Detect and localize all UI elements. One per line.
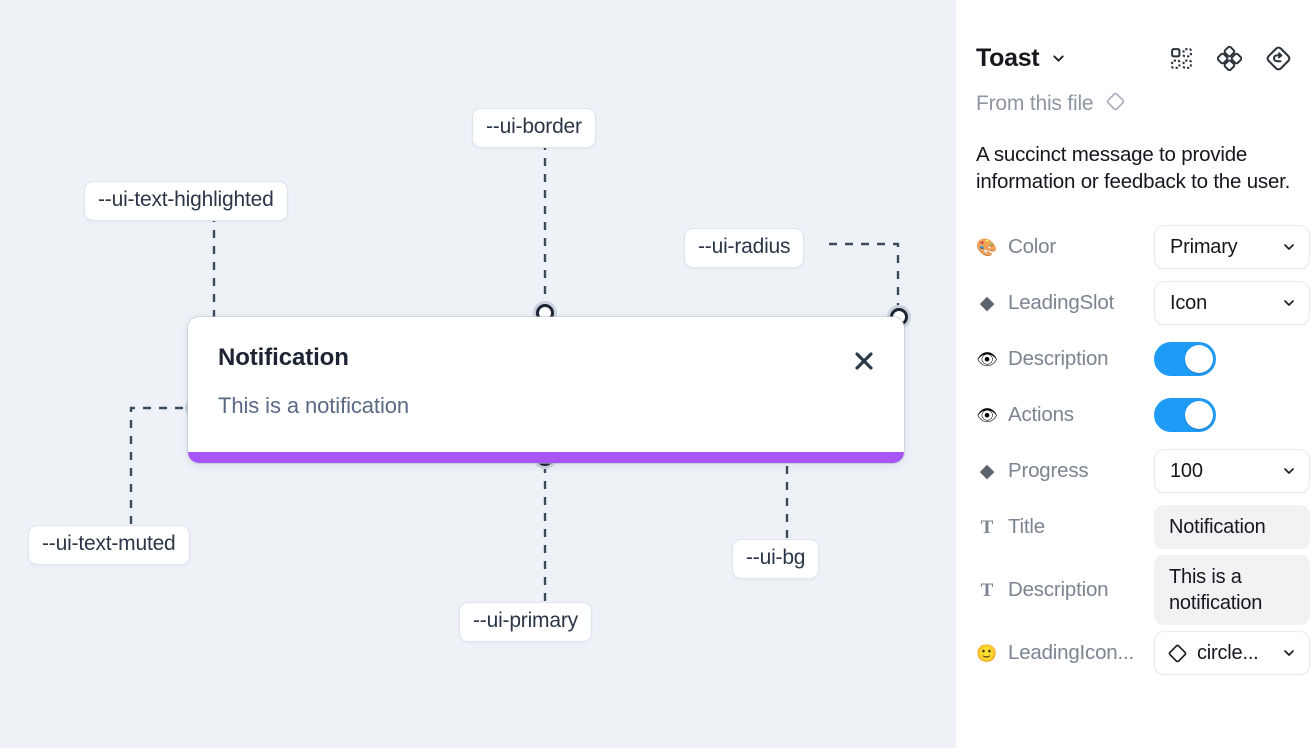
component-variants-icon[interactable] [1169,46,1194,71]
property-label-leadingslot: ◆ LeadingSlot [976,291,1154,315]
panel-header-icons [1169,45,1292,72]
text-t-icon: T [980,579,994,601]
property-label-description: 👁 Description [976,347,1109,371]
property-row-description-text: T Description This is a notification [976,555,1310,626]
chevron-down-icon [1281,463,1297,479]
property-row-title: T Title Notification [976,499,1310,555]
chevron-down-icon[interactable] [1050,50,1067,67]
toggle-knob [1185,401,1213,430]
chevron-down-icon [1281,295,1297,311]
leadingicon-select[interactable]: circle... [1154,631,1310,676]
diamond-filled-icon: ◆ [979,292,995,314]
property-row-leadingslot: ◆ LeadingSlot Icon [976,275,1310,331]
properties-panel: Toast [956,0,1312,748]
property-row-leadingicon: 🙂 LeadingIcon... circle... [976,625,1310,681]
property-row-color: 🎨 Color Primary [976,219,1310,275]
chevron-down-icon [1281,645,1297,661]
color-select-value: Primary [1170,235,1238,258]
from-this-file-label: From this file [976,92,1094,115]
property-label-title: T Title [976,515,1154,539]
annotation-pill-text-highlighted[interactable]: --ui-text-highlighted [84,181,288,221]
component-description: A succinct message to provide informatio… [976,143,1291,194]
property-row-description-toggle: 👁 Description [976,331,1292,387]
chevron-down-icon [1281,239,1297,255]
four-diamonds-icon[interactable] [1217,45,1242,71]
progress-select-value: 100 [1170,459,1203,482]
description-toggle[interactable] [1154,342,1216,377]
property-row-actions-toggle: 👁 Actions [976,387,1292,443]
smiley-emoji-icon: 🙂 [976,643,998,663]
property-label-description-text: T Description [976,578,1154,602]
annotation-pill-radius[interactable]: --ui-radius [684,228,805,268]
toast-title: Notification [218,344,349,371]
progress-select[interactable]: 100 [1154,449,1310,494]
actions-toggle[interactable] [1154,398,1216,433]
leadingslot-select[interactable]: Icon [1154,281,1310,326]
text-t-icon: T [980,516,994,538]
property-list: 🎨 Color Primary [972,219,1310,681]
property-label-leadingicon: 🙂 LeadingIcon... [976,641,1134,665]
title-input[interactable]: Notification [1154,505,1310,550]
panel-title: Toast [976,43,1040,72]
toast-description: This is a notification [218,393,409,418]
annotation-pill-primary[interactable]: --ui-primary [459,602,592,642]
diamond-filled-icon: ◆ [979,460,995,482]
annotation-pill-bg[interactable]: --ui-bg [732,539,820,579]
property-label-progress: ◆ Progress [976,459,1154,483]
leadingicon-select-value: circle... [1197,641,1259,664]
toast-preview-card[interactable]: Notification This is a notification [188,317,904,463]
eye-emoji-icon: 👁 [976,405,998,425]
panel-header: Toast [972,32,1296,84]
property-label-actions: 👁 Actions [976,403,1074,427]
design-canvas[interactable]: Notification This is a notification --ui… [0,0,956,748]
palette-emoji-icon: 🎨 [976,237,998,257]
annotation-pill-border[interactable]: --ui-border [472,108,596,148]
annotation-pill-text-muted[interactable]: --ui-text-muted [28,525,190,565]
toast-progress-bar [188,452,904,463]
reset-diamond-icon[interactable] [1265,45,1292,72]
leadingslot-select-value: Icon [1170,291,1208,314]
from-this-file-row: From this file [972,90,1296,118]
color-select[interactable]: Primary [1154,225,1310,270]
close-x-icon[interactable] [850,347,878,375]
property-label-color: 🎨 Color [976,235,1056,259]
description-input[interactable]: This is a notification [1154,555,1310,626]
diamond-outline-icon [1104,90,1127,118]
toggle-knob [1185,345,1213,374]
diamond-outline-icon [1166,642,1189,665]
property-row-progress: ◆ Progress 100 [976,443,1310,499]
eye-emoji-icon: 👁 [976,349,998,369]
